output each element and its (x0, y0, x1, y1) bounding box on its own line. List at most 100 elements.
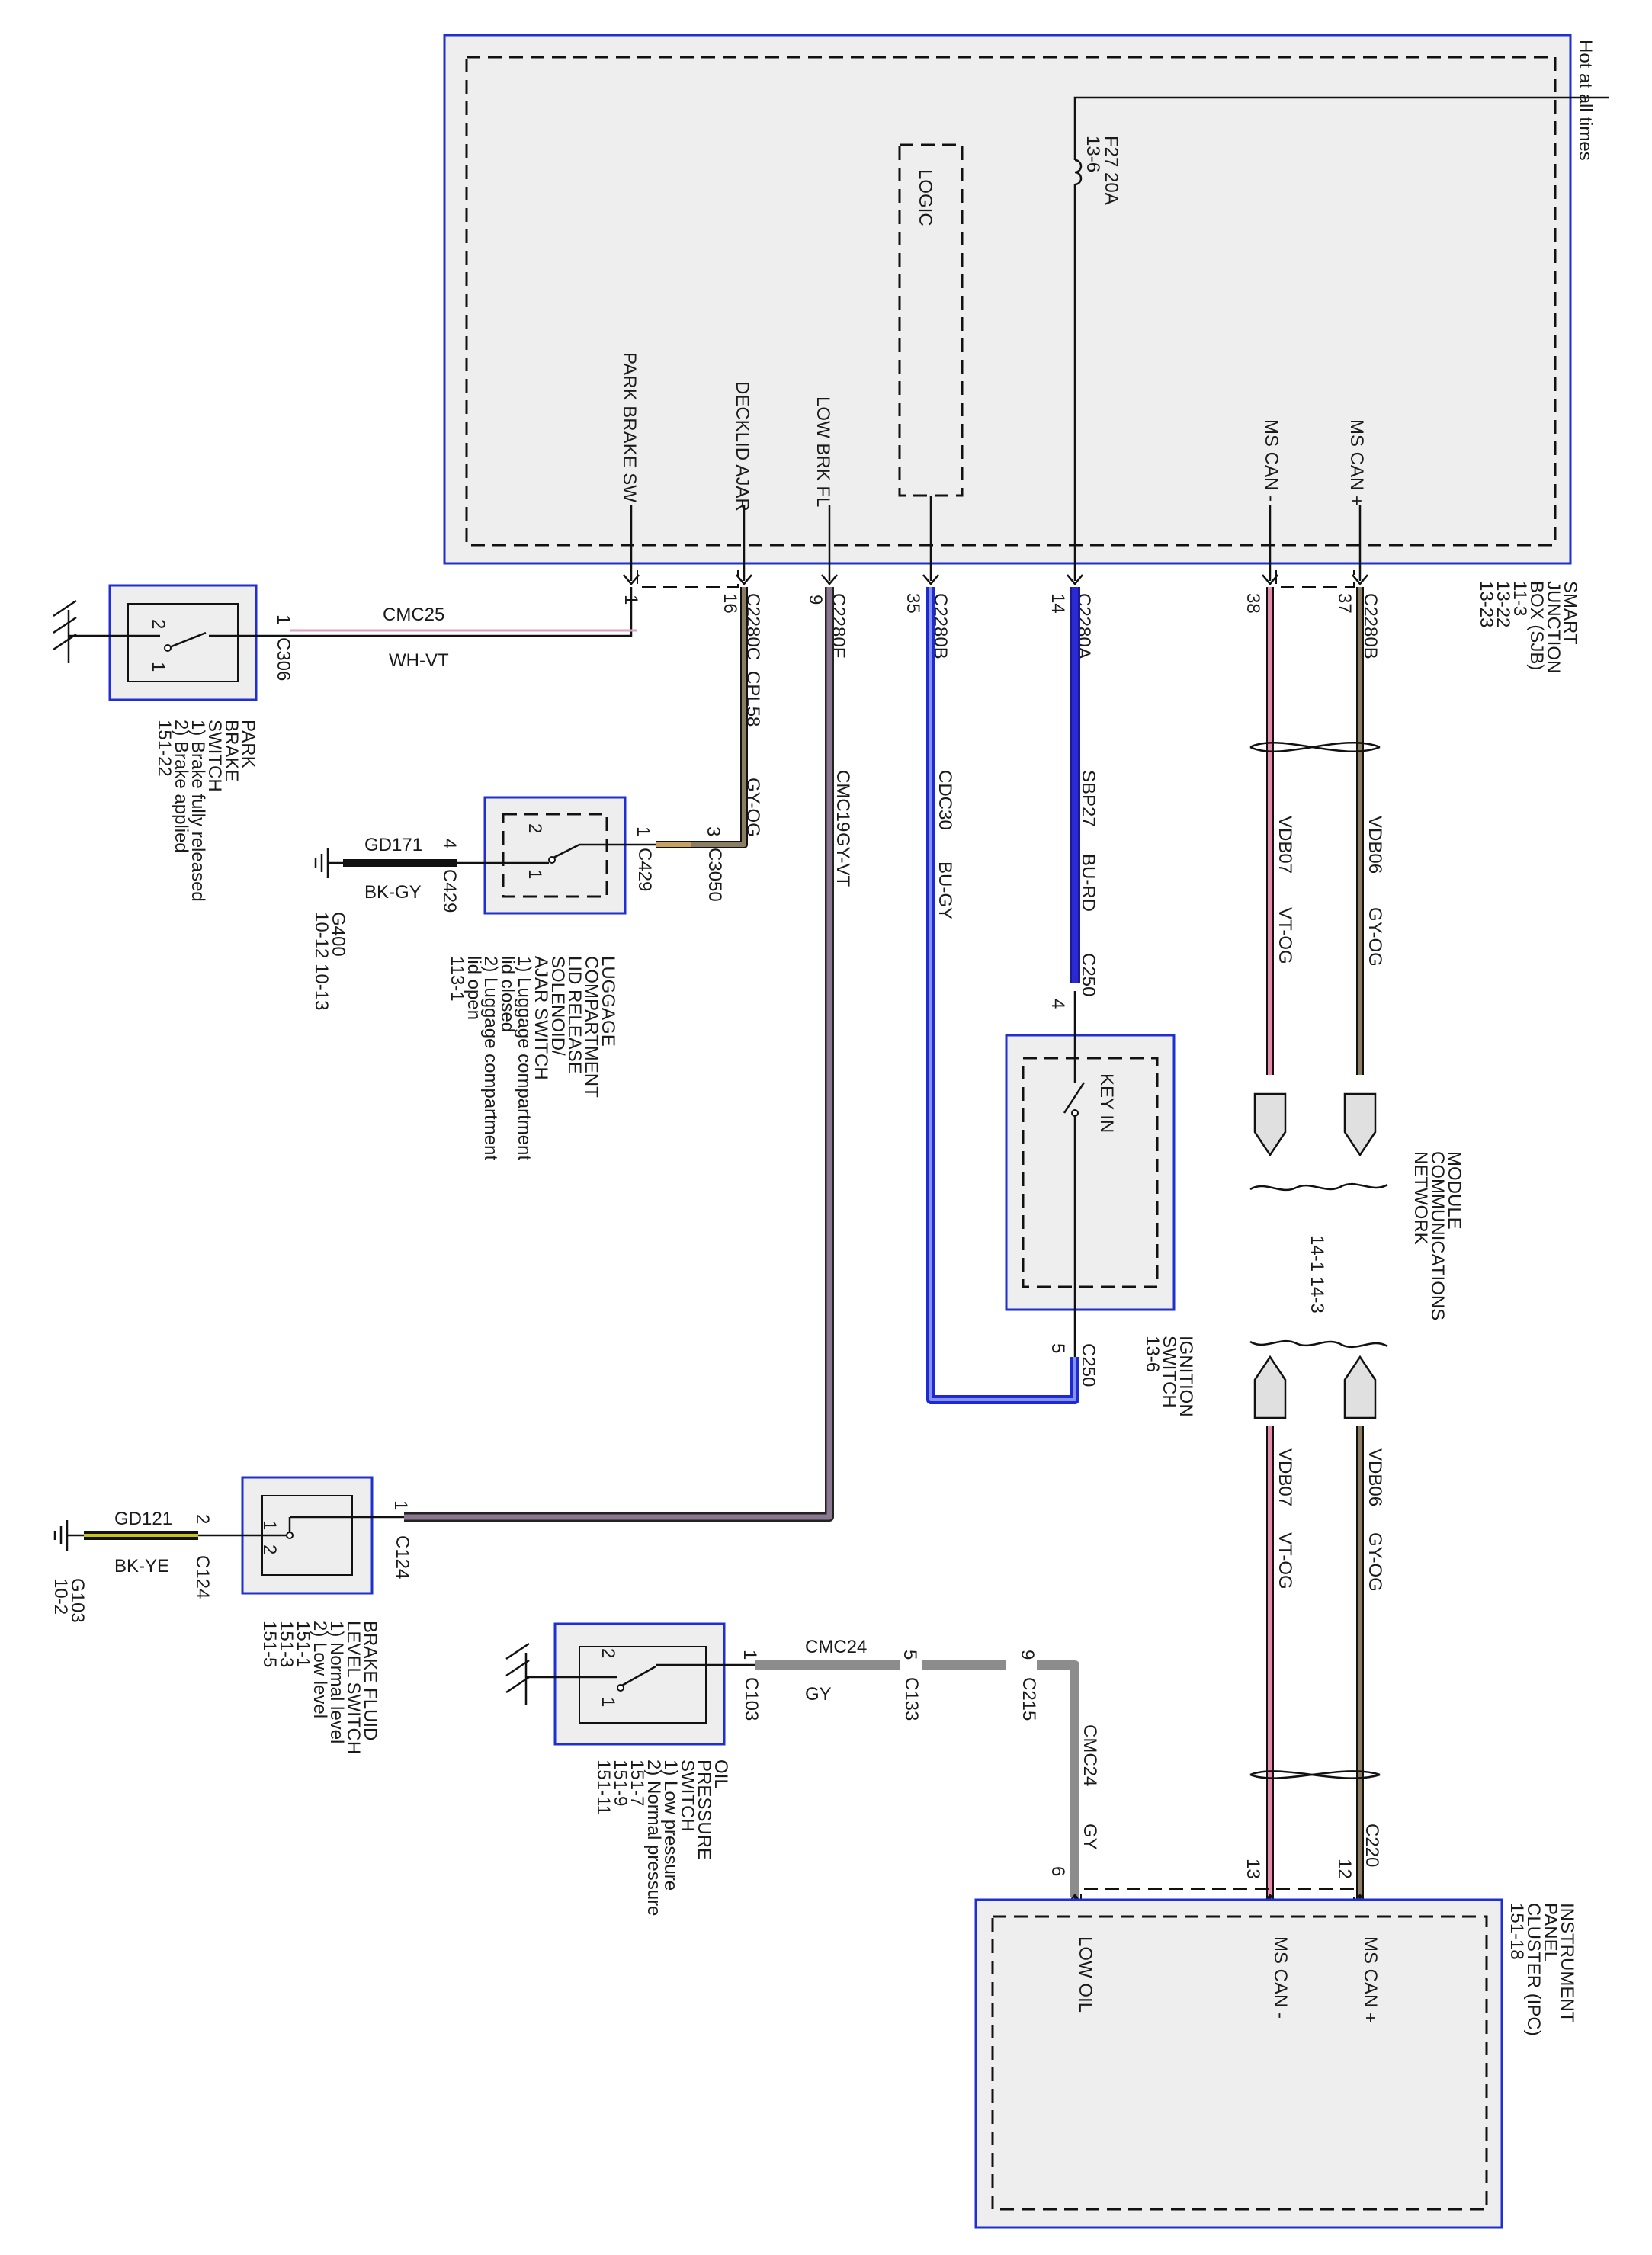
connector-arrow-icon (623, 574, 1368, 585)
connector-label: C133 (901, 1677, 922, 1721)
connector-label: C124 (192, 1555, 213, 1599)
wire-cdc30: CDC30 BU-GY (926, 587, 1079, 1404)
brake-fluid-title-line: 2) Low level (310, 1621, 330, 1718)
pin-number: 35 (903, 593, 923, 614)
sjb-title-line: BOX (SJB) (1526, 581, 1547, 670)
pin-number: 16 (720, 593, 740, 614)
sjb-pin-low-brk-fl: LOW BRK FL (813, 396, 833, 507)
park-brake-title-line: 2) Brake applied (171, 720, 191, 853)
fuse-icon (1074, 159, 1083, 186)
luggage-title-line: 1) Luggage compartment (514, 956, 534, 1160)
brake-fluid-switch: 1 2 1 C124 2 C124 BRAKE FLUID LEVEL SWIT… (192, 1476, 412, 1754)
wire-circuit-label: GD121 (114, 1509, 172, 1529)
brake-fluid-title: BRAKE FLUID LEVEL SWITCH 1) Normal level… (259, 1621, 380, 1754)
ground-refs: 10-2 (50, 1578, 71, 1615)
park-brake-title-line: PARK (238, 720, 258, 768)
connector-label: C306 (273, 637, 294, 681)
ignition-title-line: SWITCH (1159, 1336, 1179, 1408)
sjb-title-line: 13-23 (1476, 581, 1496, 627)
pin-number: 1 (148, 662, 168, 672)
luggage-title-line: AJAR SWITCH (531, 956, 551, 1080)
pin-number: 37 (1334, 593, 1355, 614)
wire-color-label: GY (1079, 1824, 1100, 1850)
luggage-title: LUGGAGE COMPARTMENT LID RELEASE SOLENOID… (447, 956, 618, 1160)
brake-fluid-title-line: 151-1 (293, 1621, 313, 1667)
wire-circuit-label: SBP27 (1078, 770, 1099, 827)
pin-number: 1 (633, 826, 653, 836)
ground-icon (53, 1520, 84, 1551)
pin-number: 4 (439, 839, 460, 848)
network-title-line: COMMUNICATIONS (1427, 1151, 1448, 1320)
wire-circuit-label: GD171 (364, 835, 422, 855)
oil-pressure-title-line: 1) Low pressure (660, 1759, 681, 1891)
wire-circuit-label: CMC24 (805, 1637, 867, 1657)
oil-pressure-title-line: 151-11 (593, 1759, 614, 1815)
pin-number: 13 (1243, 1859, 1263, 1879)
wire-gd171: GD171 BK-GY G400 10-12 10-13 (311, 835, 457, 1010)
network-title-line: NETWORK (1410, 1151, 1431, 1245)
sjb-pin-decklid-ajar: DECKLID AJAR (732, 381, 752, 512)
park-brake-switch: 2 1 1 C306 PARK BRAKE SWITCH 1) Brake fu… (53, 584, 294, 902)
sjb-pin-ms-can-plus: MS CAN + (1346, 419, 1367, 506)
luggage-title-line: LUGGAGE (598, 956, 618, 1047)
sjb-title: SMART JUNCTION BOX (SJB) 11-3 13-22 13-2… (1476, 581, 1580, 673)
luggage-switch: 2 1 1 C429 3 C3050 4 C429 LUGGAGE COMPAR… (439, 796, 725, 1160)
pin-number: 9 (805, 595, 826, 605)
sjb-pin-ms-can-minus: MS CAN - (1261, 419, 1282, 502)
ipc-box (974, 1898, 1503, 2229)
park-brake-title-line: 151-22 (154, 720, 175, 777)
ignition-title-line: 13-6 (1142, 1336, 1163, 1372)
wire-color-label: GY-OG (1365, 1532, 1385, 1592)
oil-pressure-title-line: 151-9 (610, 1759, 630, 1806)
wire-color-label: BK-YE (114, 1556, 169, 1577)
park-brake-title: PARK BRAKE SWITCH 1) Brake fully release… (154, 720, 258, 902)
wire-circuit-label: VDB06 (1365, 1448, 1385, 1506)
pin-number: 2 (192, 1514, 213, 1524)
brake-fluid-title-line: 151-3 (276, 1621, 297, 1667)
oil-pressure-title-line: OIL (711, 1759, 731, 1789)
pin-number: 1 (390, 1500, 411, 1510)
wire-low-brake-fluid: CMC19 GY-VT (404, 587, 853, 1522)
connector-label: C124 (392, 1535, 412, 1579)
network-chevron-icons (1249, 1092, 1388, 1419)
pin-number: 1 (739, 1650, 760, 1660)
wire-color-label: BK-GY (364, 882, 422, 903)
network-label: MODULE COMMUNICATIONS NETWORK 14-1 14-3 (1307, 1151, 1464, 1320)
wire-circuit-label: VDB07 (1275, 816, 1295, 874)
ground-refs: 10-12 10-13 (311, 912, 332, 1010)
sjb-pin-drops (623, 505, 1368, 588)
pin-number: 1 (259, 1520, 280, 1530)
oil-pressure-title-line: 2) Normal pressure (643, 1759, 664, 1916)
wire-color-label: GY-OG (1365, 907, 1385, 967)
sjb-pin-park-brake-sw: PARK BRAKE SW (619, 352, 640, 502)
ipc-title-line: INSTRUMENT (1557, 1903, 1577, 2023)
wire-vdb06-top: VDB06 GY-OG (1356, 587, 1385, 1075)
wire-circuit-label: CMC25 (383, 605, 444, 625)
sjb-inner-dashed (465, 56, 1557, 547)
connector-label: C250 (1078, 1343, 1099, 1387)
connector-label: C250 (1078, 953, 1099, 996)
wire-vdb07-top: VDB07 VT-OG (1266, 587, 1295, 1075)
wire-decklid (656, 587, 748, 848)
wire-circuit-label: CDC30 (935, 770, 955, 830)
ignition-title-line: IGNITION (1176, 1336, 1196, 1417)
pin-number: 2 (598, 1648, 618, 1658)
wire-cmc24: CMC24 GY CMC24 GY 1 C103 5 C133 9 C215 (739, 1637, 1100, 1897)
wire-color-label: WH-VT (389, 650, 449, 671)
ignition-inner-label: KEY IN (1096, 1073, 1117, 1133)
wire-gd121: GD121 BK-YE G103 10-2 (50, 1509, 198, 1623)
pin-number: 12 (1334, 1859, 1355, 1879)
twist-marker-bottom (1249, 1770, 1381, 1779)
case-ground-icon (53, 599, 77, 651)
sjb-box (443, 34, 1572, 565)
luggage-title-line: LID RELEASE (564, 956, 585, 1074)
network-refs: 14-1 14-3 (1307, 1235, 1327, 1314)
sjb-title-line: 13-22 (1493, 581, 1513, 627)
oil-pressure-title-line: 151-7 (627, 1759, 647, 1806)
wire-color-label: GY-VT (832, 832, 853, 887)
wire-color-label: VT-OG (1275, 907, 1295, 964)
pin-number: 6 (1047, 1866, 1068, 1876)
sjb-logic-label: LOGIC (915, 169, 935, 226)
sjb-title-line: SMART (1560, 581, 1580, 645)
